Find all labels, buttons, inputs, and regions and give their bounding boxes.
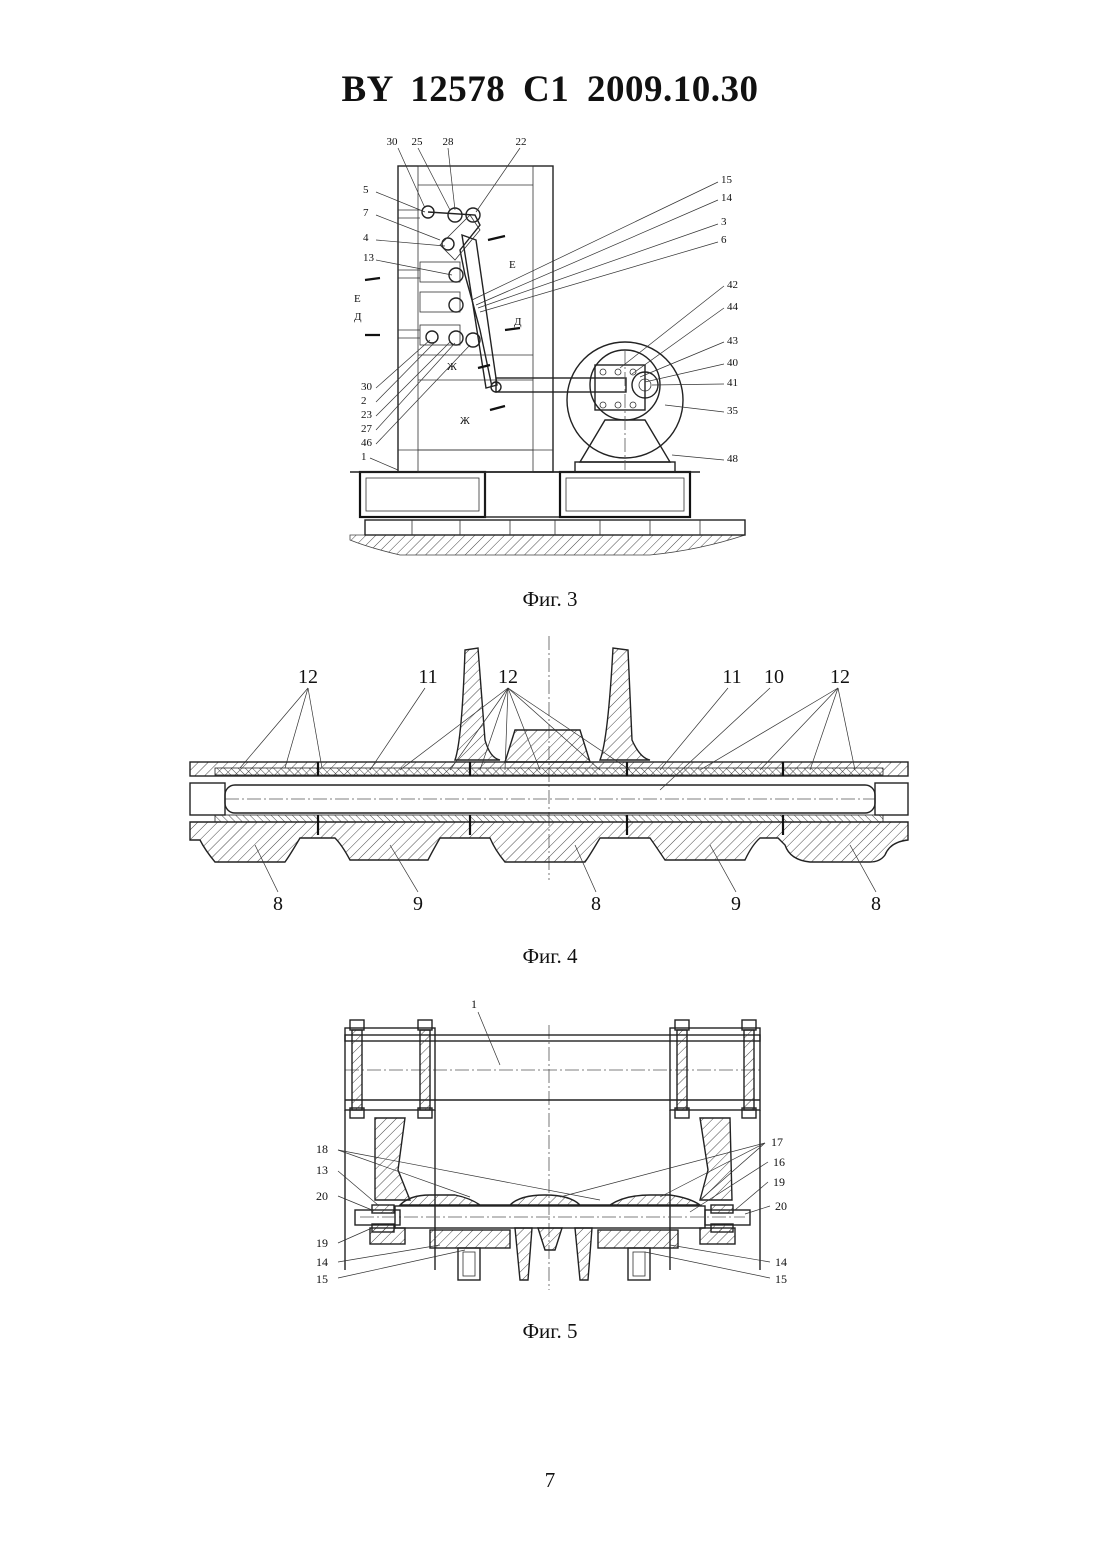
callout: 35 xyxy=(727,405,739,417)
callout: 15 xyxy=(775,1272,787,1286)
callout: 18 xyxy=(316,1142,328,1156)
callout: 8 xyxy=(591,893,601,915)
callout: 9 xyxy=(731,893,741,915)
callout: 43 xyxy=(727,335,739,347)
callout: 15 xyxy=(316,1272,328,1286)
callout: 30 xyxy=(361,381,373,393)
callout: 16 xyxy=(773,1155,785,1169)
figure-5-caption: Фиг. 5 xyxy=(0,1319,1100,1344)
callout: 3 xyxy=(721,216,727,228)
callout: 13 xyxy=(316,1163,328,1177)
callout: 28 xyxy=(443,136,455,148)
callout: 23 xyxy=(361,409,373,421)
callout: 42 xyxy=(727,279,738,291)
callout: Д xyxy=(514,316,522,328)
callout: 27 xyxy=(361,423,373,435)
callout: 1 xyxy=(471,997,477,1011)
callout: 13 xyxy=(363,252,375,264)
callout: 2 xyxy=(361,395,367,407)
callout: 1 xyxy=(361,451,367,463)
callout: Е xyxy=(354,293,361,305)
callout: 11 xyxy=(722,666,741,688)
callout: Ж xyxy=(460,415,470,427)
callout: 17 xyxy=(771,1135,783,1149)
callout: 14 xyxy=(775,1255,787,1269)
figure-3-drawing xyxy=(350,148,745,555)
callout: 25 xyxy=(412,136,424,148)
callout: 19 xyxy=(773,1175,785,1189)
figure-3-caption: Фиг. 3 xyxy=(0,587,1100,612)
figure-5-drawing xyxy=(338,1012,770,1290)
callout: 14 xyxy=(316,1255,328,1269)
callout: 6 xyxy=(721,234,727,246)
callout: 4 xyxy=(363,232,369,244)
figure-4-callouts: 12 11 12 11 10 12 8 9 8 9 8 xyxy=(273,666,881,915)
callout: 41 xyxy=(727,377,738,389)
callout: 12 xyxy=(498,666,518,688)
page-number: 7 xyxy=(0,1468,1100,1493)
callout: 20 xyxy=(775,1199,787,1213)
callout: 22 xyxy=(516,136,527,148)
callout: 9 xyxy=(413,893,423,915)
callout: 44 xyxy=(727,301,739,313)
callout: 30 xyxy=(387,136,399,148)
callout: Ж xyxy=(447,361,457,373)
callout: 8 xyxy=(871,893,881,915)
callout: Д xyxy=(354,311,362,323)
callout: 7 xyxy=(363,207,369,219)
callout: 48 xyxy=(727,453,739,465)
callout: 20 xyxy=(316,1189,328,1203)
callout: 14 xyxy=(721,192,733,204)
callout: 19 xyxy=(316,1236,328,1250)
callout: 10 xyxy=(764,666,784,688)
callout: 46 xyxy=(361,437,373,449)
callout: 12 xyxy=(830,666,850,688)
callout: 5 xyxy=(363,184,369,196)
callout: 15 xyxy=(721,174,733,186)
figure-4-caption: Фиг. 4 xyxy=(0,944,1100,969)
callout: 8 xyxy=(273,893,283,915)
callout: 11 xyxy=(418,666,437,688)
callout: 40 xyxy=(727,357,739,369)
callout: Е xyxy=(509,259,516,271)
callout: 12 xyxy=(298,666,318,688)
